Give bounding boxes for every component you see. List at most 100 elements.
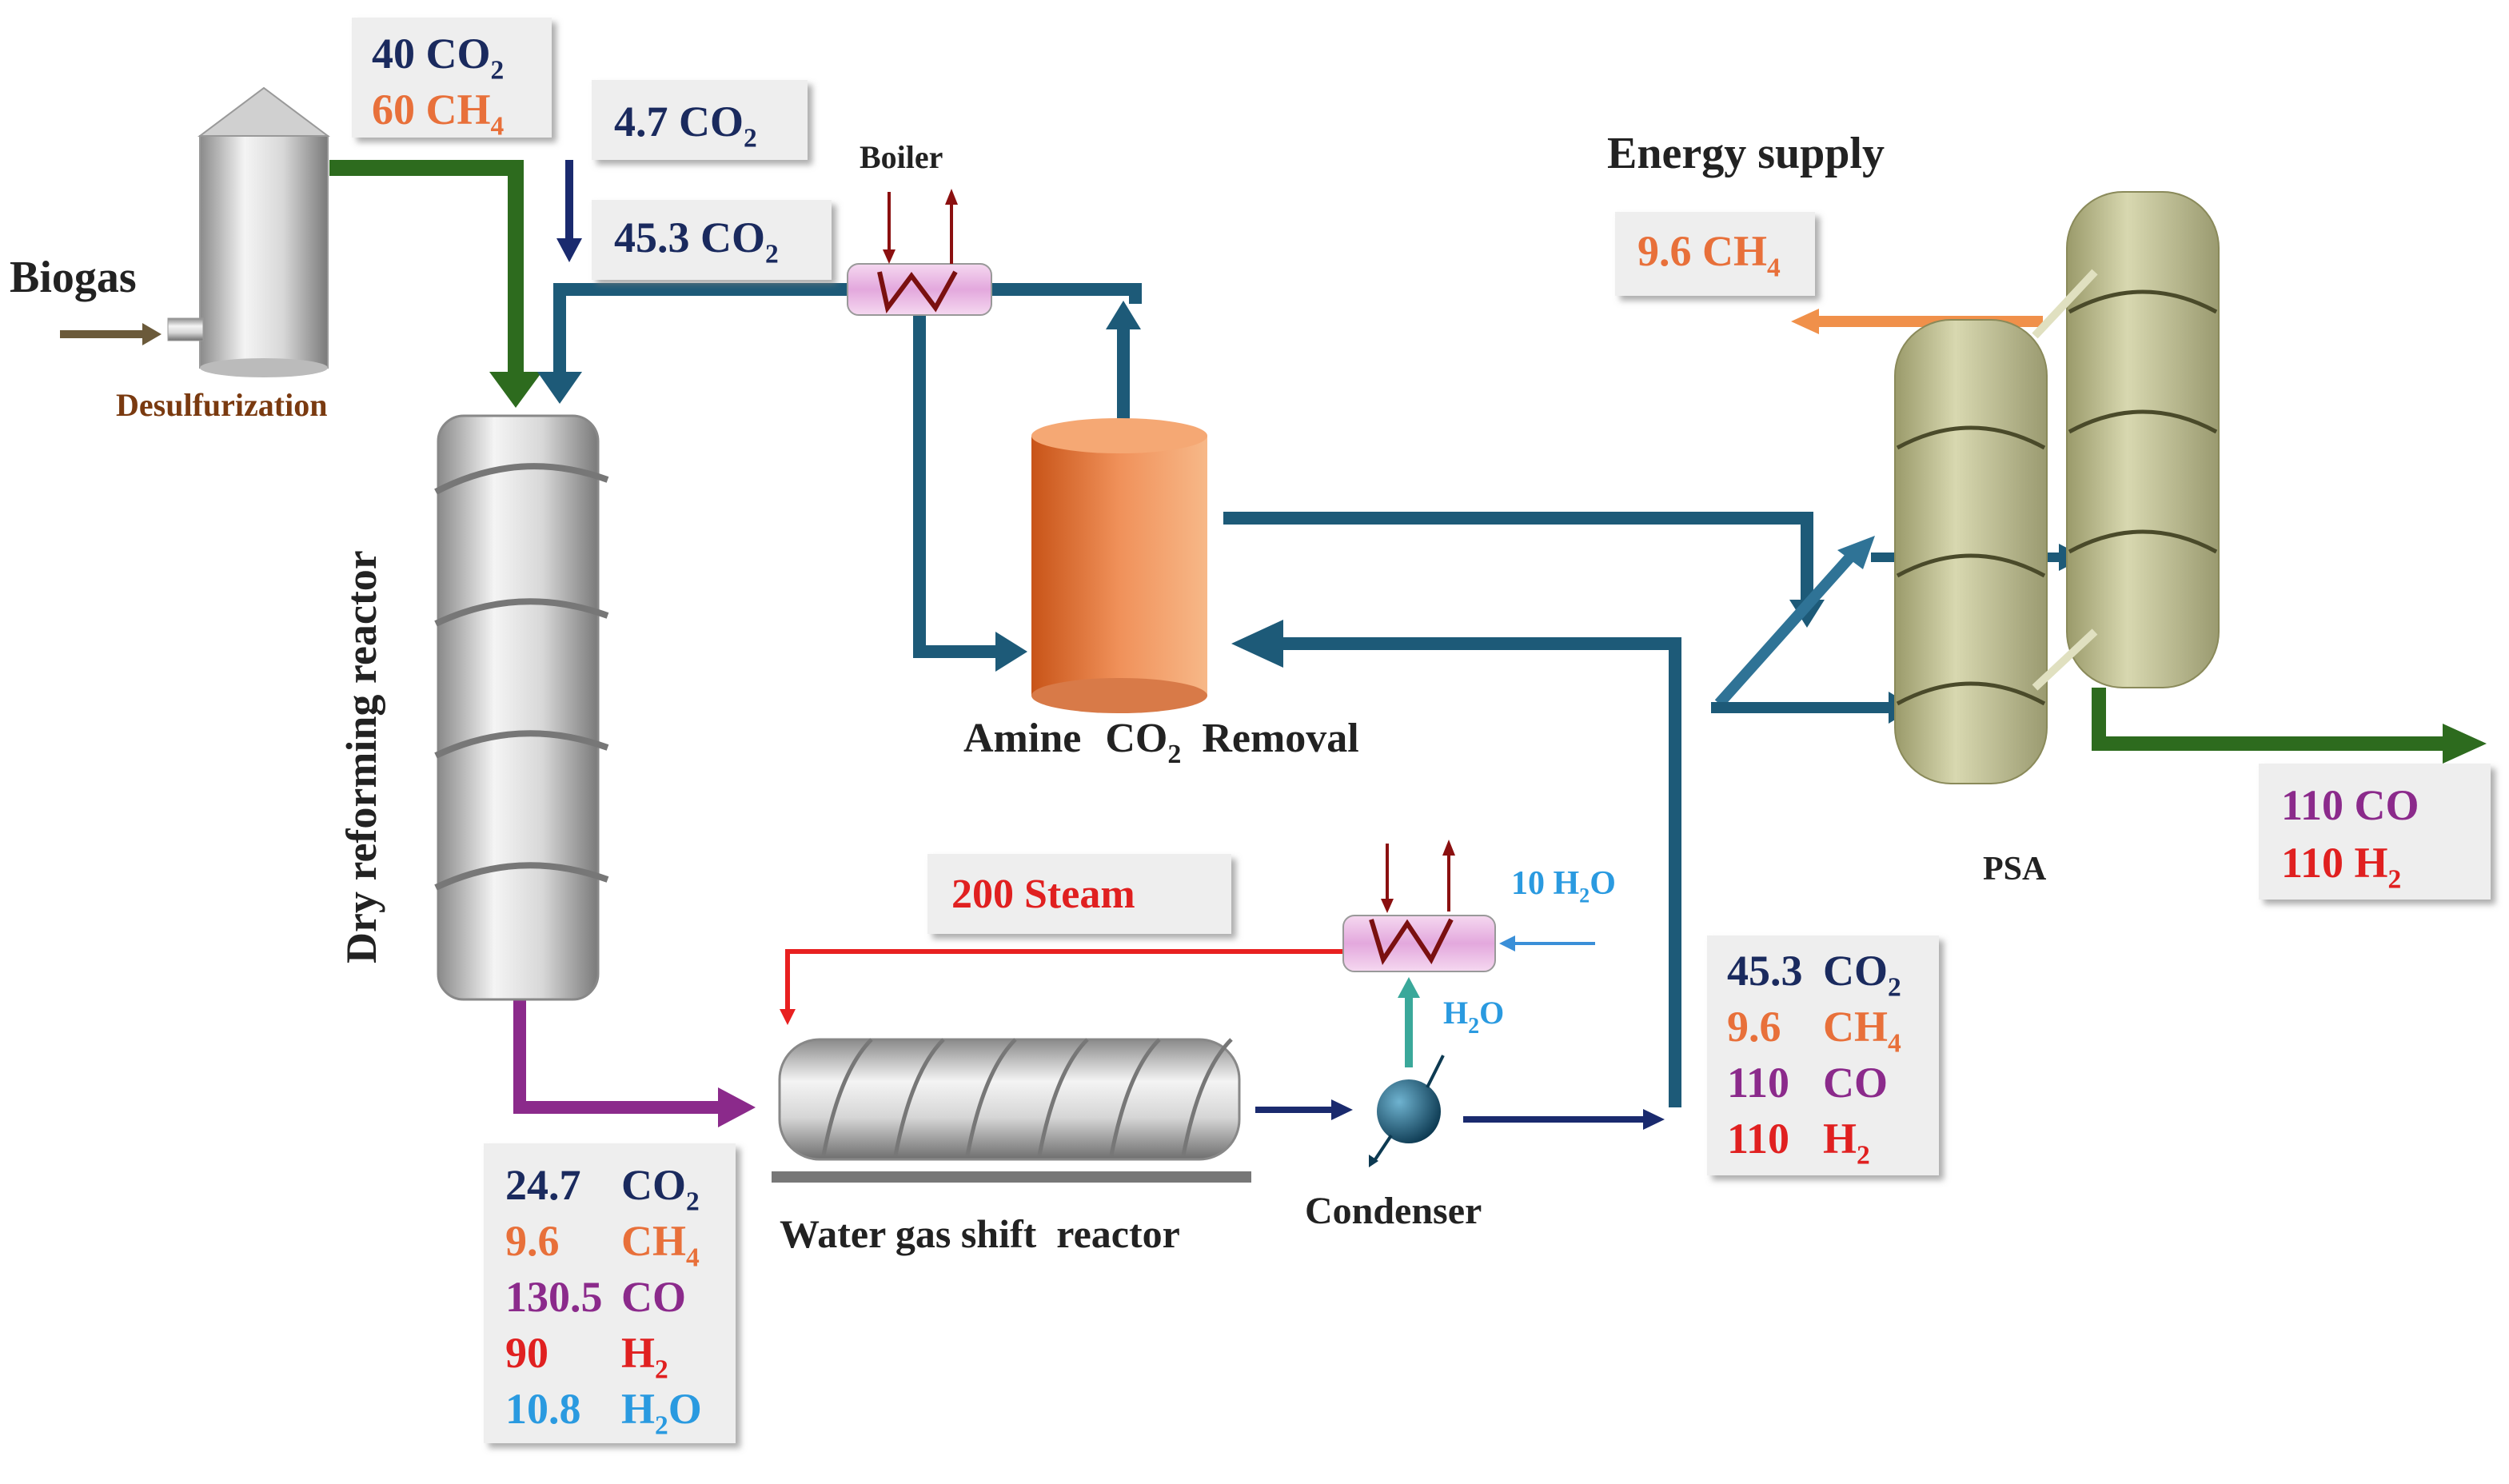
stream-subscript: 2 bbox=[686, 1187, 700, 1217]
stream-species: CO bbox=[621, 1161, 686, 1209]
desulfurization-tank bbox=[167, 86, 330, 377]
water-gas-shift-reactor bbox=[772, 1038, 1251, 1183]
drm-outlet-box bbox=[484, 1143, 736, 1443]
product-box bbox=[2259, 764, 2491, 900]
co2-recycle-box bbox=[592, 200, 832, 280]
stream-species-tail: O bbox=[668, 1385, 702, 1433]
stream-amount: 10.8 bbox=[505, 1385, 581, 1433]
stream-species: H bbox=[2355, 839, 2388, 887]
stream-subscript: 4 bbox=[1888, 1029, 1901, 1059]
water-gas-shift-reactor-label: Water gas shift reactor bbox=[780, 1211, 1180, 1256]
stream-subscript: 2 bbox=[1579, 884, 1590, 908]
steam-pipe bbox=[780, 949, 1343, 1025]
stream-subscript: 4 bbox=[491, 112, 505, 142]
boiler-to-amine-pipe bbox=[913, 312, 1027, 672]
stream-row: 110 CO bbox=[1727, 1059, 1888, 1107]
stream-subscript: 2 bbox=[491, 56, 505, 86]
stream-amount: 90 bbox=[505, 1329, 548, 1377]
stream-amount: 130.5 bbox=[505, 1273, 603, 1321]
co2-makeup-arrow bbox=[556, 160, 582, 262]
stream-amount: 10 bbox=[1511, 865, 1545, 902]
stream-species: CO bbox=[1823, 947, 1888, 995]
desulfurization-label: Desulfurization bbox=[116, 387, 327, 423]
dry-reforming-reactor-label: Dry reforming reactor bbox=[337, 550, 385, 963]
stream-amount: 60 bbox=[372, 86, 415, 134]
psa-columns bbox=[1894, 191, 2220, 784]
stream-species-tail: O bbox=[1590, 865, 1616, 902]
stream-row: 24.7 CO2 bbox=[505, 1161, 700, 1217]
stream-amount: 110 bbox=[1727, 1059, 1789, 1107]
psa-product-pipe bbox=[2092, 688, 2487, 764]
stream-amount: 45.3 bbox=[614, 213, 690, 261]
stream-subscript: 2 bbox=[1857, 1141, 1870, 1171]
water-inlet-arrow bbox=[1499, 935, 1595, 951]
h2o-recycle-label: H2O bbox=[1443, 995, 1504, 1039]
stream-amount: 110 bbox=[2281, 839, 2343, 887]
stream-amount: 9.6 bbox=[1637, 227, 1692, 275]
feed-stream-box bbox=[352, 18, 552, 138]
stream-row: 90 H2 bbox=[505, 1329, 668, 1385]
energy-ch4-box bbox=[1615, 212, 1815, 296]
stream-amount: 45.3 bbox=[1727, 947, 1803, 995]
stream-subscript: 2 bbox=[765, 240, 779, 269]
stream-amount: 110 bbox=[2281, 781, 2343, 829]
stream-subscript: 2 bbox=[1888, 973, 1901, 1003]
condenser bbox=[1369, 1055, 1445, 1167]
steam-box bbox=[927, 854, 1231, 934]
condenser-to-amine-pipe bbox=[1231, 620, 1681, 1107]
condenser-label: Condenser bbox=[1305, 1190, 1482, 1232]
amine-to-psa-pipe bbox=[1223, 512, 1825, 628]
biogas-feed-pipe bbox=[329, 160, 542, 408]
stream-species: CH bbox=[1823, 1003, 1888, 1051]
water-recycle-arrow bbox=[1398, 977, 1420, 1067]
stream-species: CO bbox=[679, 98, 744, 146]
wgs-to-condenser-arrow bbox=[1255, 1099, 1353, 1120]
co2-makeup-box bbox=[592, 80, 808, 160]
stream-species: CH bbox=[621, 1217, 686, 1265]
stream-species: H bbox=[621, 1385, 655, 1433]
biogas-label: Biogas bbox=[10, 253, 137, 302]
stream-species: CO bbox=[700, 213, 765, 261]
amine-to-boiler-pipe bbox=[1106, 301, 1141, 432]
energy-supply-label: Energy supply bbox=[1607, 129, 1885, 178]
stream-amount: 9.6 bbox=[1727, 1003, 1781, 1051]
stream-subscript: 2 bbox=[744, 124, 757, 154]
stream-amount: 200 bbox=[951, 872, 1014, 917]
stream-subscript: 4 bbox=[1767, 253, 1781, 283]
biogas-inlet-arrow bbox=[60, 323, 162, 345]
condenser-outlet-arrow bbox=[1463, 1109, 1665, 1130]
stream-species: H bbox=[621, 1329, 655, 1377]
stream-species: CO bbox=[2355, 781, 2419, 829]
stream-row: 45.3 CO2 bbox=[1727, 947, 1901, 1003]
stream-subscript: 4 bbox=[686, 1243, 700, 1273]
stream-amount: 4.7 bbox=[614, 98, 668, 146]
stream-species: CO bbox=[621, 1273, 686, 1321]
stream-species: CH bbox=[1702, 227, 1767, 275]
stream-species: CO bbox=[1823, 1059, 1888, 1107]
stream-subscript: 2 bbox=[655, 1355, 668, 1385]
stream-row: 9.6 CH4 bbox=[1727, 1003, 1901, 1059]
dry-reforming-reactor bbox=[434, 414, 609, 1001]
stream-amount: 24.7 bbox=[505, 1161, 581, 1209]
